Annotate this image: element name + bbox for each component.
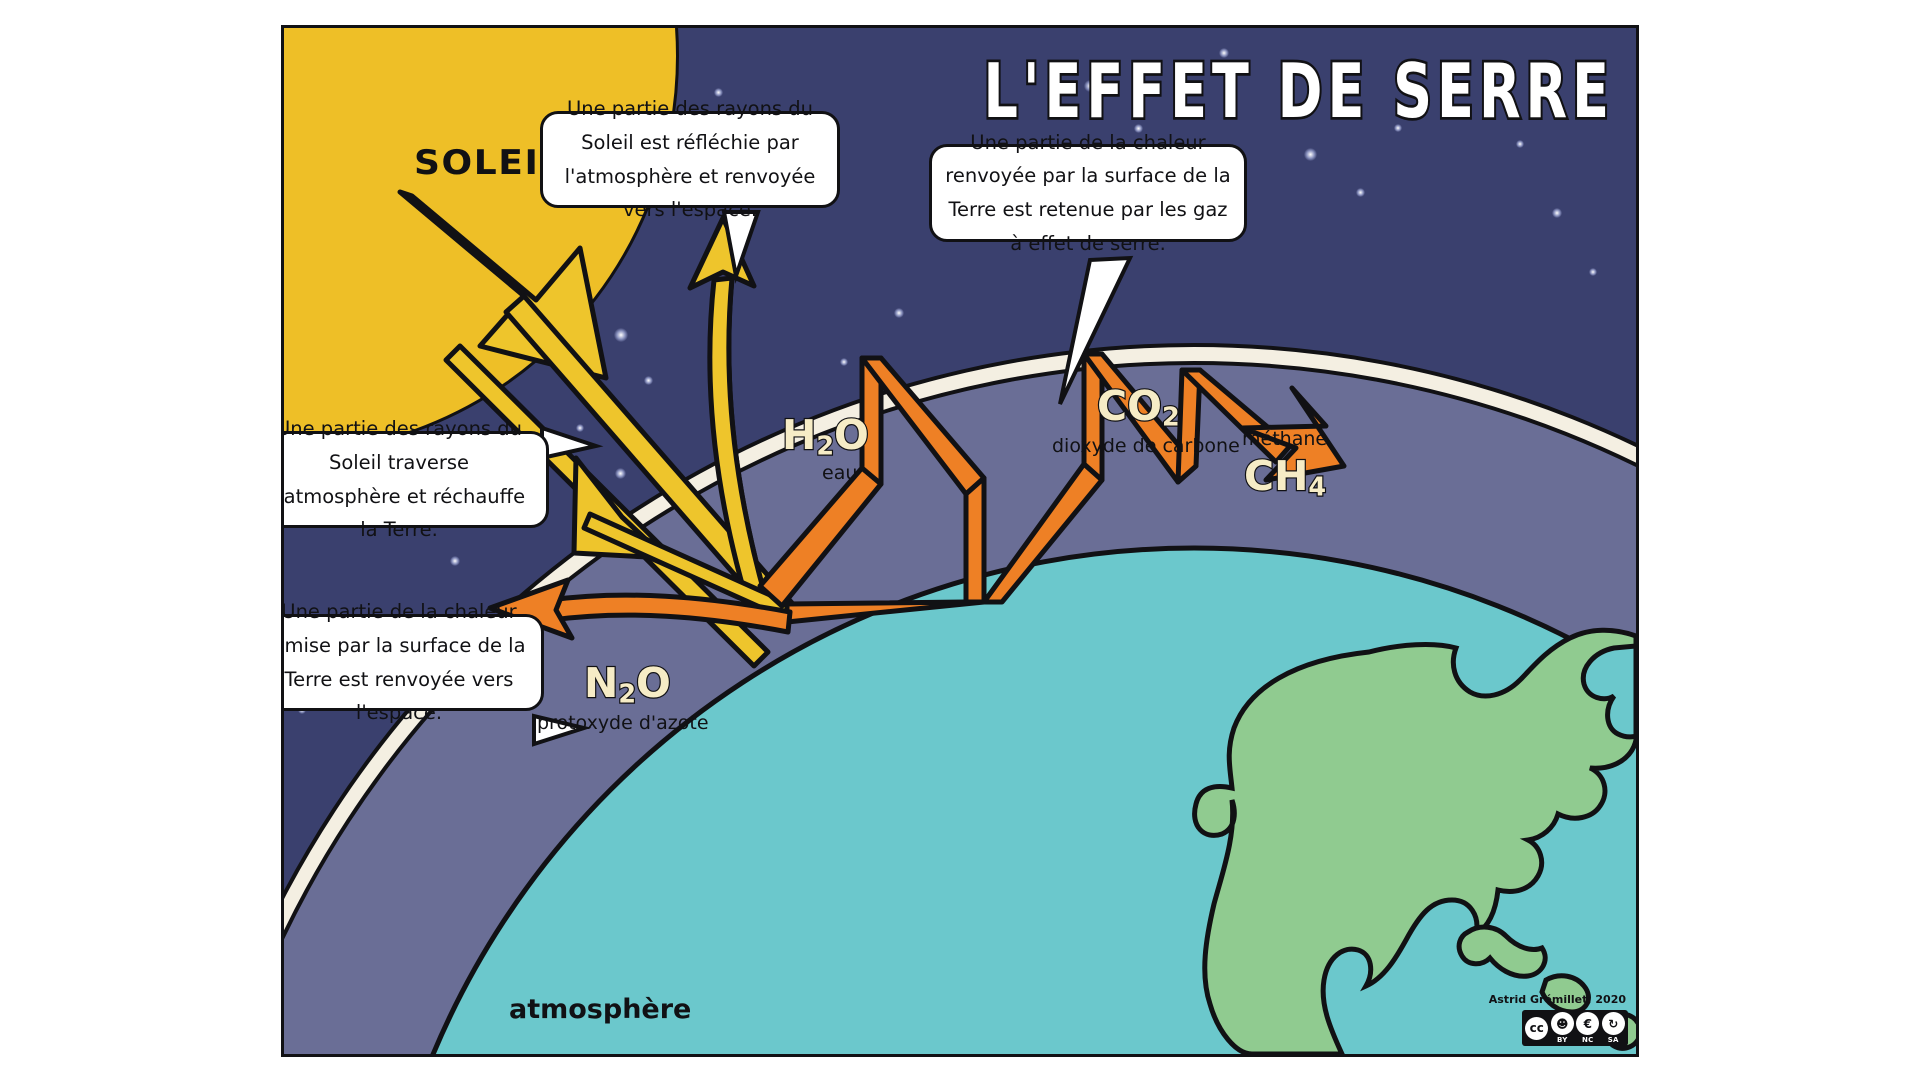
formula-methane: CH4 xyxy=(1243,452,1327,502)
bubble-tail-trapped xyxy=(1058,255,1134,405)
cc-term-code: NC xyxy=(1581,1036,1594,1044)
credit-line: Astrid Grémillet, 2020 xyxy=(1488,993,1626,1006)
heat-escape-arrow xyxy=(487,577,793,641)
bubble-tail-emitted xyxy=(532,713,592,747)
cc-term-by: ☻ BY xyxy=(1550,1012,1574,1044)
bubble-trapped-by-greenhouse-gases: Une partie de la chaleur renvoyée par la… xyxy=(929,131,1247,255)
formula-nitrous-oxide: N2O xyxy=(583,659,672,709)
cc-logo-icon: cc xyxy=(1525,1016,1549,1040)
page-title: L'EFFET DE SERRE xyxy=(982,45,1614,137)
share-alike-icon: ↻ xyxy=(1601,1012,1625,1035)
gas-name-water-vapour: eau xyxy=(822,462,858,484)
formula-carbon-dioxide: CO2 xyxy=(1096,382,1181,432)
bubble-text: Une partie de la chaleur émise par la su… xyxy=(281,600,526,725)
bubble-tail-warms xyxy=(540,425,604,461)
sun-label: SOLEIL xyxy=(413,143,565,183)
formula-water-vapour: H2O xyxy=(781,411,870,461)
atmosphere-label: atmosphère xyxy=(509,994,692,1025)
gas-name-carbon-dioxide: dioxyde de carbone xyxy=(1052,435,1240,457)
bubble-reflected-by-atmosphere: Une partie des rayons du Soleil est réfl… xyxy=(540,97,840,221)
earth-atmosphere-diagram xyxy=(284,189,1636,1054)
landmass-island-2 xyxy=(1539,973,1591,1015)
bubble-text: Une partie des rayons du Soleil est réfl… xyxy=(564,97,816,222)
bubble-warms-the-earth: Une partie des rayons du Soleil traverse… xyxy=(284,417,549,541)
gas-name-methane: méthane xyxy=(1242,428,1328,450)
gas-name-nitrous-oxide: protoxyde d'azote xyxy=(537,712,709,734)
no-commercial-icon: € xyxy=(1576,1012,1600,1035)
cc-term-sa: ↻ SA xyxy=(1601,1012,1625,1044)
cc-term-code: BY xyxy=(1556,1036,1568,1044)
bubble-text: Une partie de la chaleur renvoyée par la… xyxy=(945,130,1231,255)
bubble-emitted-back-to-space: Une partie de la chaleur émise par la su… xyxy=(284,600,544,724)
cc-term-nc: € NC xyxy=(1576,1012,1600,1044)
creative-commons-badge[interactable]: cc ☻ BY € NC ↻ SA xyxy=(1522,1010,1628,1046)
cc-mark: cc xyxy=(1525,1016,1549,1040)
bubble-text: Une partie des rayons du Soleil traverse… xyxy=(281,417,526,542)
heat-zigzag-arrow-right xyxy=(981,351,1347,605)
cc-term-code: SA xyxy=(1607,1036,1619,1044)
heat-zigzag-arrow-left xyxy=(757,355,987,625)
landmass-north-america xyxy=(1192,627,1636,1054)
landmass-arctic-patch xyxy=(1580,643,1636,740)
person-icon: ☻ xyxy=(1550,1012,1574,1035)
greenhouse-effect-poster: SOLEIL xyxy=(281,25,1639,1057)
landmass-island-1 xyxy=(1456,924,1548,979)
bubble-tail-reflected xyxy=(721,210,761,284)
